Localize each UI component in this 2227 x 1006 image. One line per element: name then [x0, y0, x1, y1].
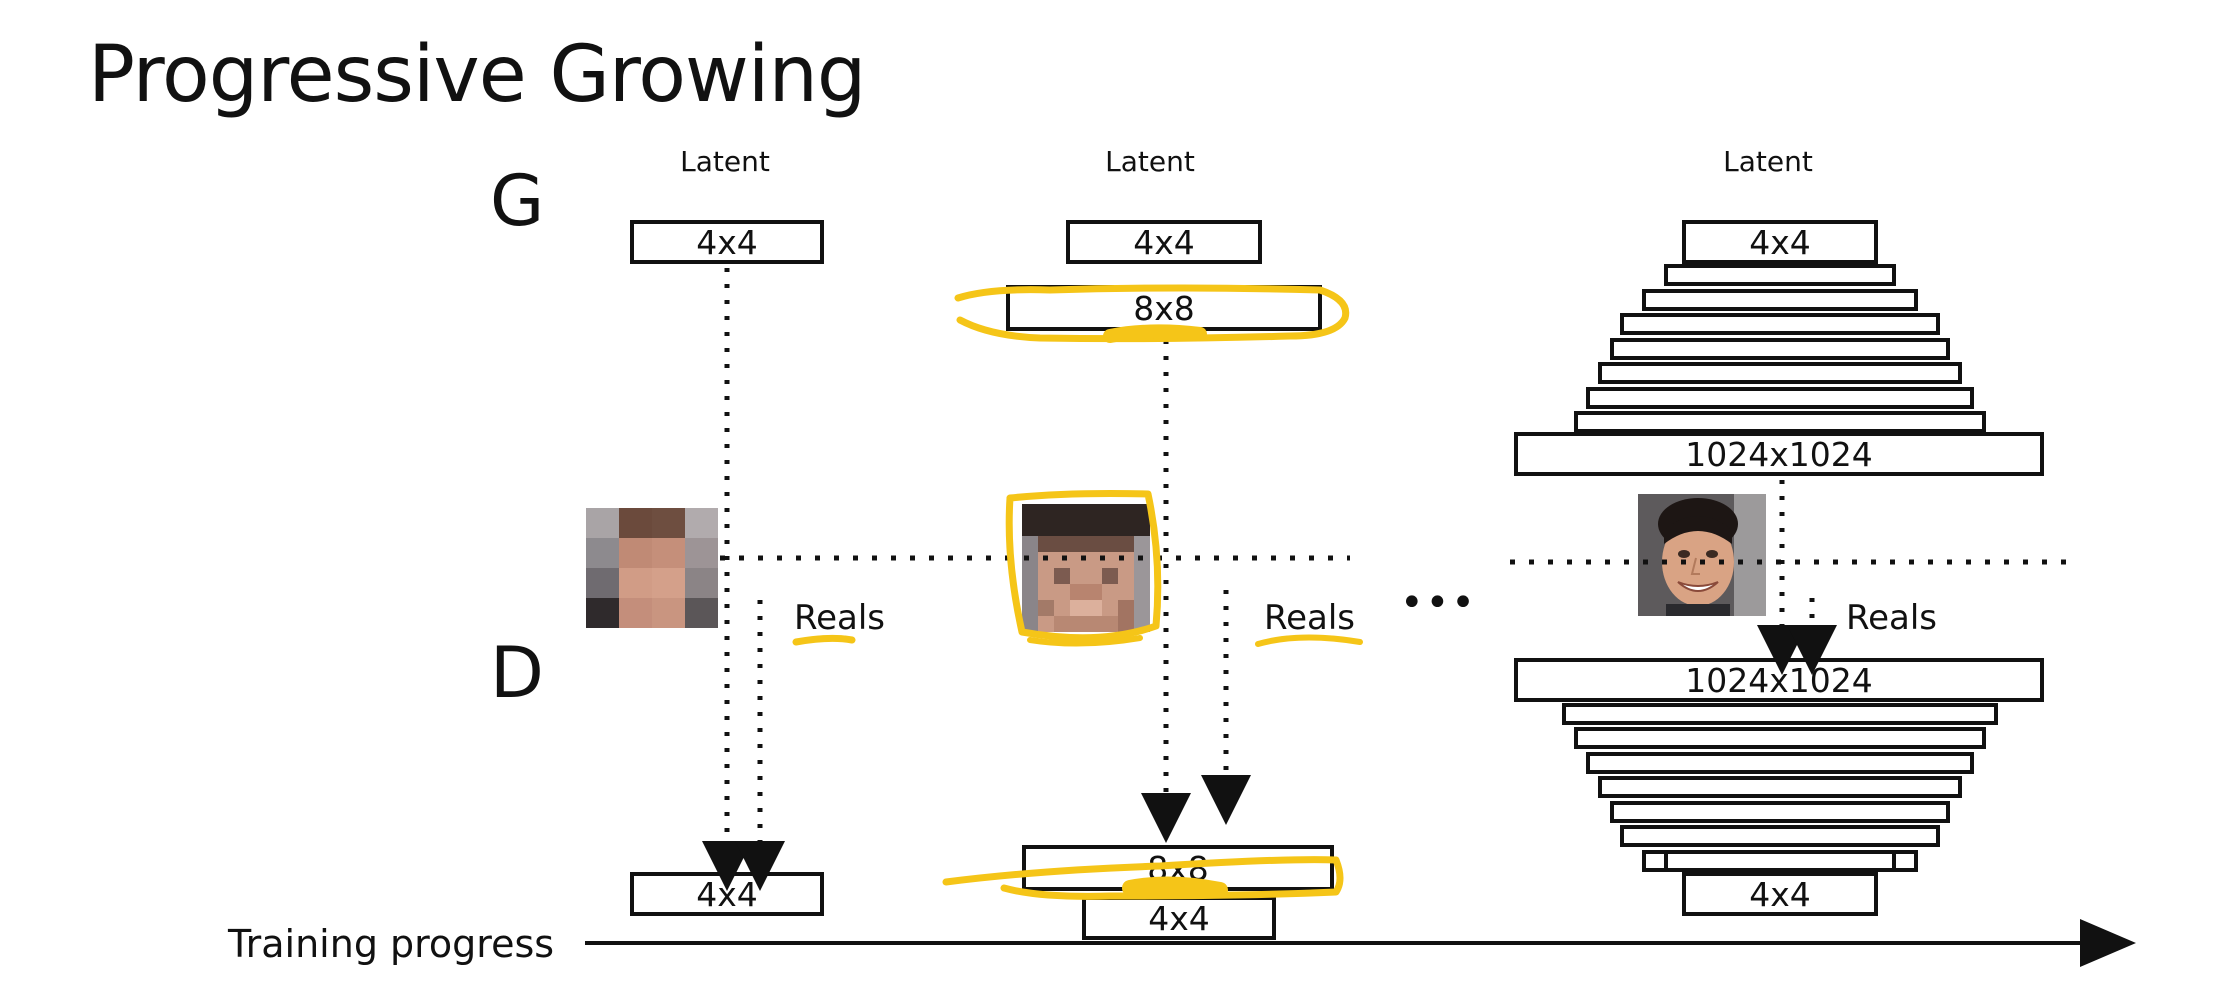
training-progress-label: Training progress [228, 922, 555, 966]
slide-title: Progressive Growing [88, 30, 866, 120]
stage3-generator-layer [1642, 289, 1918, 311]
stage2-8x8-generator-highlight [1103, 324, 1207, 343]
stage3-discriminator-layer [1598, 776, 1962, 798]
stage3-discriminator-layer [1664, 850, 1896, 872]
stage2-latent-label: Latent [1105, 145, 1195, 178]
stage3-discriminator-layer [1586, 752, 1974, 774]
stage1-reals-label: Reals [794, 598, 886, 638]
stage2-reals-underline [1255, 634, 1363, 647]
stage3-reals-label: Reals [1846, 598, 1938, 638]
stage3-generator-layer [1610, 338, 1950, 360]
stage3-discriminator-layer [1620, 825, 1940, 847]
stage2-face-highlight [1027, 635, 1143, 647]
stage3-generator-layer [1664, 264, 1896, 286]
stage2-reals-label: Reals [1264, 598, 1356, 638]
stage2-discriminator-block-4x4: 4x4 [1082, 896, 1276, 940]
stage1-face-4x4-image [586, 508, 718, 628]
stage3-discriminator-layer [1562, 703, 1998, 725]
generator-label: G [490, 160, 545, 242]
stage2-8x8-generator-highlight [954, 284, 1350, 343]
stage2-face-highlight [1005, 490, 1162, 642]
stage3-generator-block-1024x1024: 1024x1024 [1514, 432, 2044, 476]
stage3-generator-block-4x4: 4x4 [1682, 220, 1878, 264]
stage3-generator-layer [1598, 362, 1962, 384]
stage1-latent-label: Latent [680, 145, 770, 178]
stage1-reals-underline [792, 634, 856, 646]
stage3-latent-label: Latent [1723, 145, 1813, 178]
stage1-generator-block-4x4: 4x4 [630, 220, 824, 264]
stage3-discriminator-layer [1574, 727, 1986, 749]
stage3-discriminator-block-4x4: 4x4 [1682, 872, 1878, 916]
stage3-discriminator-layer [1610, 801, 1950, 823]
stage2-generator-block-4x4: 4x4 [1066, 220, 1262, 264]
ellipsis-dots: ••• [1400, 580, 1477, 626]
stage3-generator-layer [1574, 411, 1986, 433]
stage2-8x8-discriminator-highlight [1122, 876, 1228, 898]
face-illustration [1638, 494, 1766, 616]
stage3-generator-layer [1586, 387, 1974, 409]
discriminator-label: D [490, 632, 544, 714]
stage3-generator-layer [1620, 313, 1940, 335]
stage2-face-8x8-image [1022, 504, 1150, 632]
stage3-face-1024x1024-image [1638, 494, 1766, 616]
highlight-annotations [792, 284, 1363, 900]
stage2-8x8-discriminator-highlight [942, 856, 1344, 900]
